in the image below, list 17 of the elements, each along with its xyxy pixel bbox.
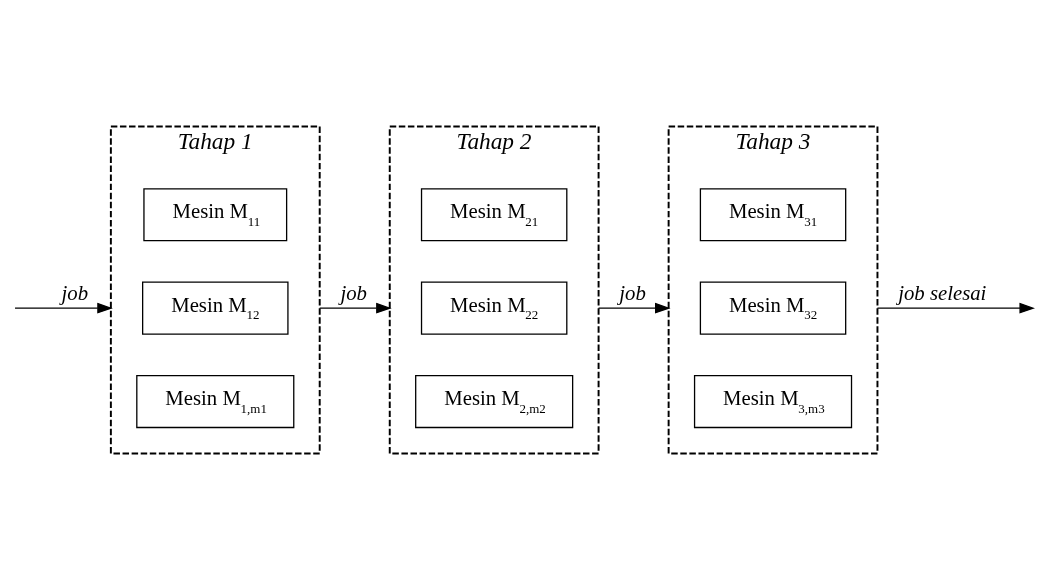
node-box: Mesin M$_{1,m1}$ <box>136 374 295 428</box>
edge-label: job <box>619 281 646 304</box>
node-box: Mesin M$_{32}$ <box>699 281 847 335</box>
arrow <box>319 302 392 314</box>
node-box: Mesin M$_{21}$ <box>420 187 568 241</box>
node-box: Mesin M$_{12}$ <box>142 281 289 335</box>
node-box: Mesin M$_{3,m3}$ <box>693 374 853 428</box>
node-box: Mesin M$_{22}$ <box>420 281 568 335</box>
edge-label: job <box>61 281 89 304</box>
node-box: Mesin M$_{11}$ <box>143 187 288 241</box>
arrow <box>597 302 671 314</box>
node-box: Mesin M$_{31}$ <box>699 187 847 241</box>
arrow <box>876 302 1035 314</box>
edge-label: job selesai <box>898 281 987 304</box>
node-box: Mesin M$_{2,m2}$ <box>415 374 574 428</box>
edge-label: job <box>340 281 367 304</box>
arrow <box>14 302 113 314</box>
